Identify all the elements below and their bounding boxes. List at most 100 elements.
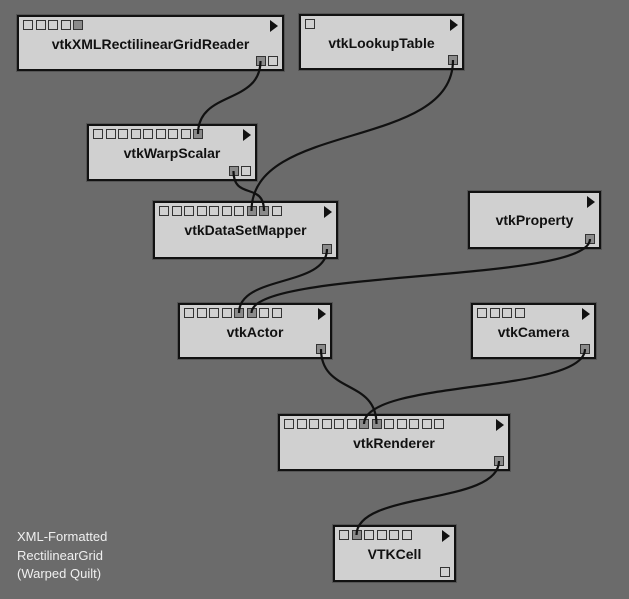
- run-arrow-icon[interactable]: [270, 20, 278, 32]
- input-port[interactable]: [171, 206, 182, 216]
- module-vtkrenderer[interactable]: vtkRenderer: [278, 414, 510, 471]
- module-title: vtkRenderer: [353, 435, 435, 451]
- module-vtklookuptable[interactable]: vtkLookupTable: [299, 14, 464, 70]
- input-port[interactable]: [234, 206, 244, 216]
- run-arrow-icon[interactable]: [442, 530, 450, 542]
- input-port[interactable]: [334, 419, 344, 429]
- run-arrow-icon[interactable]: [450, 19, 458, 31]
- run-arrow-icon[interactable]: [243, 129, 251, 141]
- output-port[interactable]: [580, 344, 590, 354]
- input-port[interactable]: [35, 20, 46, 30]
- input-port[interactable]: [514, 308, 525, 318]
- input-port[interactable]: [159, 206, 169, 216]
- input-port[interactable]: [168, 129, 178, 139]
- run-arrow-icon[interactable]: [318, 308, 326, 320]
- input-port[interactable]: [396, 419, 407, 429]
- input-port[interactable]: [234, 308, 244, 318]
- input-port[interactable]: [155, 129, 166, 139]
- input-port[interactable]: [339, 530, 349, 540]
- input-port[interactable]: [434, 419, 444, 429]
- input-port[interactable]: [246, 206, 257, 216]
- output-port[interactable]: [448, 55, 458, 65]
- run-arrow-icon[interactable]: [324, 206, 332, 218]
- run-arrow-icon[interactable]: [496, 419, 504, 431]
- module-vtkproperty[interactable]: vtkProperty: [468, 191, 601, 249]
- input-port[interactable]: [271, 308, 282, 318]
- input-port[interactable]: [209, 206, 219, 216]
- output-port[interactable]: [255, 56, 266, 66]
- input-port[interactable]: [284, 419, 294, 429]
- input-port[interactable]: [60, 20, 71, 30]
- output-port[interactable]: [241, 166, 251, 176]
- input-port[interactable]: [305, 19, 315, 29]
- module-title: vtkCamera: [497, 324, 570, 340]
- input-port[interactable]: [371, 419, 382, 429]
- diagram-caption: XML-Formatted RectilinearGrid (Warped Qu…: [17, 528, 107, 584]
- input-port[interactable]: [351, 530, 362, 540]
- input-port[interactable]: [477, 308, 487, 318]
- input-port[interactable]: [259, 308, 269, 318]
- input-port[interactable]: [118, 129, 128, 139]
- input-port[interactable]: [271, 206, 282, 216]
- input-port[interactable]: [296, 419, 307, 429]
- input-port[interactable]: [384, 419, 394, 429]
- output-port[interactable]: [268, 56, 278, 66]
- input-port[interactable]: [23, 20, 33, 30]
- input-port[interactable]: [143, 129, 153, 139]
- module-title: vtkWarpScalar: [123, 145, 221, 161]
- input-port[interactable]: [48, 20, 58, 30]
- output-port[interactable]: [585, 234, 595, 244]
- input-port[interactable]: [389, 530, 399, 540]
- output-port[interactable]: [440, 567, 450, 577]
- module-vtkdatasetmapper[interactable]: vtkDataSetMapper: [153, 201, 338, 259]
- module-vtkwarpscalar[interactable]: vtkWarpScalar: [87, 124, 257, 181]
- input-port[interactable]: [401, 530, 412, 540]
- output-port[interactable]: [316, 344, 326, 354]
- input-port[interactable]: [309, 419, 319, 429]
- connection-wire[interactable]: [250, 59, 455, 212]
- module-title: vtkActor: [226, 324, 284, 340]
- connection-wire[interactable]: [362, 348, 587, 425]
- input-port[interactable]: [221, 308, 232, 318]
- input-port[interactable]: [502, 308, 512, 318]
- input-port[interactable]: [105, 129, 116, 139]
- input-port[interactable]: [221, 206, 232, 216]
- module-title: vtkLookupTable: [328, 35, 435, 51]
- input-port[interactable]: [193, 129, 203, 139]
- connection-wire[interactable]: [319, 348, 378, 425]
- input-port[interactable]: [196, 206, 207, 216]
- input-port[interactable]: [321, 419, 332, 429]
- module-title: vtkProperty: [495, 212, 574, 228]
- input-port[interactable]: [376, 530, 387, 540]
- input-port[interactable]: [184, 308, 194, 318]
- module-vtkxmlrectilineargridreader[interactable]: vtkXMLRectilinearGridReader: [17, 15, 284, 71]
- output-port[interactable]: [494, 456, 504, 466]
- output-port[interactable]: [228, 166, 239, 176]
- run-arrow-icon[interactable]: [587, 196, 595, 208]
- input-port[interactable]: [73, 20, 83, 30]
- module-vtkactor[interactable]: vtkActor: [178, 303, 332, 359]
- output-port[interactable]: [322, 244, 332, 254]
- run-arrow-icon[interactable]: [582, 308, 590, 320]
- input-port[interactable]: [246, 308, 257, 318]
- connection-wire[interactable]: [355, 460, 501, 536]
- module-title: VTKCell: [367, 546, 422, 562]
- input-port[interactable]: [93, 129, 103, 139]
- input-port[interactable]: [409, 419, 419, 429]
- input-port[interactable]: [209, 308, 219, 318]
- caption-line: (Warped Quilt): [17, 566, 102, 581]
- input-port[interactable]: [130, 129, 141, 139]
- input-port[interactable]: [489, 308, 500, 318]
- module-vtkcell[interactable]: VTKCell: [333, 525, 456, 582]
- input-port[interactable]: [359, 419, 369, 429]
- input-port[interactable]: [421, 419, 432, 429]
- input-port[interactable]: [259, 206, 269, 216]
- input-port[interactable]: [196, 308, 207, 318]
- module-vtkcamera[interactable]: vtkCamera: [471, 303, 596, 359]
- input-port[interactable]: [180, 129, 191, 139]
- caption-line: RectilinearGrid: [17, 547, 103, 563]
- input-port[interactable]: [346, 419, 357, 429]
- input-port[interactable]: [364, 530, 374, 540]
- input-port[interactable]: [184, 206, 194, 216]
